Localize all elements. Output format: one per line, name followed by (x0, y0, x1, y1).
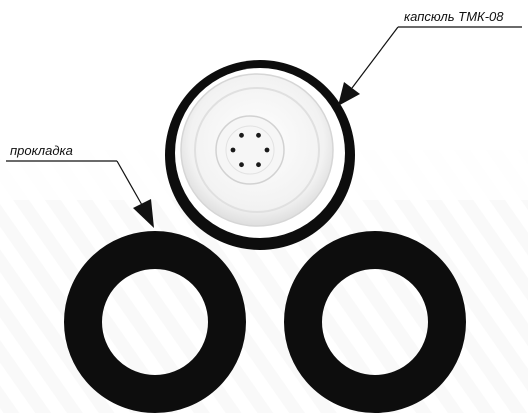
capsule-pin (265, 148, 270, 153)
capsule-pin (239, 162, 244, 167)
capsule-pin (256, 133, 261, 138)
capsule-pin (239, 133, 244, 138)
capsule-pin (231, 148, 236, 153)
gasket-label: прокладка (10, 143, 73, 158)
capsule-label: капсюль ТМК-08 (404, 9, 504, 24)
capsule-pin (256, 162, 261, 167)
capsule-tmk08 (165, 60, 355, 250)
